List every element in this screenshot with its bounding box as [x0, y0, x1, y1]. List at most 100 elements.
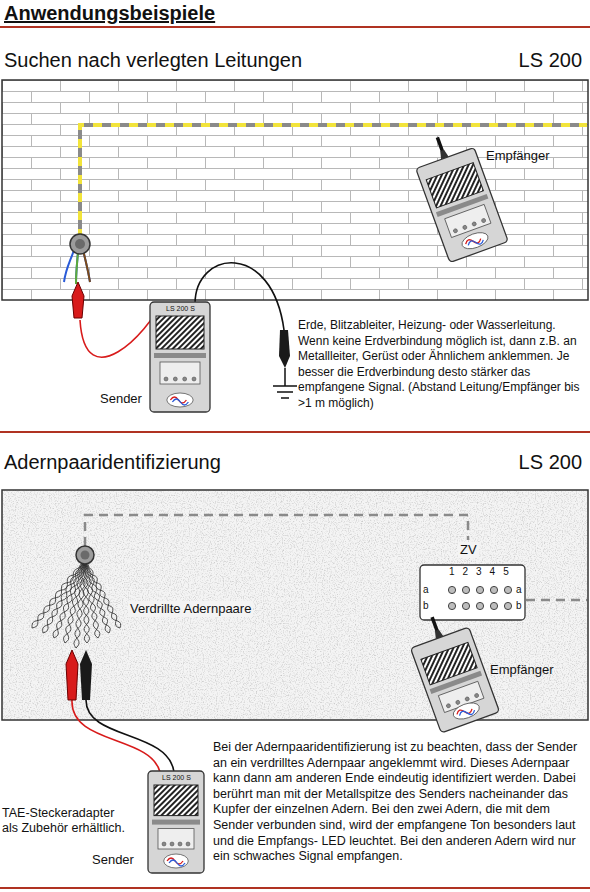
hidden-cable — [526, 599, 587, 602]
hidden-cable-stripe — [80, 125, 587, 238]
device-led — [472, 221, 477, 226]
red-wire — [80, 304, 160, 357]
black-clip — [80, 650, 92, 700]
device-led — [474, 693, 479, 698]
device-body — [410, 627, 499, 733]
device-logo — [460, 229, 490, 251]
device-logo — [167, 393, 193, 407]
device-label: Empfänger — [486, 148, 550, 164]
ground-symbol — [273, 368, 297, 398]
device-body — [150, 302, 210, 412]
device-led — [462, 225, 467, 230]
wall-socket — [70, 234, 90, 254]
distribution-box: ZV1 2 3 4 5abab — [416, 540, 528, 624]
wall-socket-core — [75, 239, 85, 249]
distribution-box — [420, 565, 525, 620]
plaster-texture — [2, 490, 588, 720]
device-led — [446, 703, 451, 708]
divider-line — [0, 887, 590, 889]
model-name: LS 200 — [519, 48, 582, 72]
terminal-hole — [462, 586, 469, 593]
device-logo-wave — [467, 237, 484, 248]
twisted-wire — [32, 560, 85, 628]
sender-device — [150, 302, 210, 412]
device-panel — [445, 204, 491, 237]
wire-letter: a — [516, 584, 522, 596]
part-label: Verdrillte Adernpaare — [128, 601, 253, 617]
section-panel: Adernpaaridentifizierung LS 200ZV 1 2 3 4 … — [0, 440, 590, 722]
twisted-wire — [85, 560, 109, 633]
device-led — [164, 377, 168, 381]
device-label: Sender — [92, 852, 134, 868]
device-led — [162, 842, 166, 846]
plaster-wall — [2, 490, 588, 720]
terminal-numbers: 1 2 3 4 5 — [449, 566, 511, 578]
receiver-device — [403, 606, 500, 732]
device-band — [154, 353, 206, 358]
model-name: LS 200 — [519, 450, 582, 474]
device-logo — [451, 700, 481, 722]
terminal-hole — [462, 602, 469, 609]
section-panel: Suchen nach verlegten Leitungen LS 200Emp… — [0, 40, 590, 302]
twisted-wire — [43, 560, 85, 633]
receiver-unit: Empfänger — [384, 612, 574, 742]
device-led — [465, 696, 470, 701]
device-logo — [164, 854, 189, 868]
twisted-pairs — [32, 560, 121, 648]
device-grip — [156, 316, 204, 349]
wire-letter: b — [516, 600, 522, 612]
terminal-hole — [476, 586, 483, 593]
sender-unit: Sender — [95, 298, 220, 414]
twisted-wire — [85, 560, 120, 628]
socket-wire — [83, 250, 90, 282]
twisted-wire — [43, 560, 85, 633]
twisted-wire — [32, 560, 85, 628]
section-heading: Adernpaaridentifizierung — [4, 450, 221, 474]
wire-letter: a — [423, 584, 429, 596]
device-led — [481, 218, 486, 223]
wire-letter: b — [423, 600, 429, 612]
device-grip — [154, 785, 198, 816]
terminal-hole — [490, 586, 497, 593]
red-wire — [72, 700, 160, 772]
receiver-device — [408, 127, 508, 263]
note-text: Erde, Blitzableiter, Heizung- oder Wasse… — [298, 318, 586, 411]
box-heading: ZV — [458, 542, 479, 558]
device-label: Empfänger — [490, 662, 554, 678]
terminal-hole — [490, 602, 497, 609]
sender-device — [148, 771, 204, 873]
device-led — [186, 842, 190, 846]
red-clip — [72, 282, 84, 318]
terminal-hole — [504, 602, 511, 609]
section-heading: Suchen nach verlegten Leitungen — [4, 48, 302, 72]
twisted-wire — [85, 560, 121, 628]
device-led — [170, 842, 174, 846]
divider-line — [0, 26, 590, 28]
brick-wall — [2, 80, 588, 300]
device-logo-wave — [169, 860, 185, 866]
device-logo-wave — [459, 707, 476, 718]
model-marking: LS 200 S — [162, 774, 191, 782]
device-led — [453, 228, 458, 233]
terminal-hole — [448, 602, 455, 609]
divider-line — [0, 431, 590, 433]
terminal-hole — [504, 586, 511, 593]
wall-socket-core — [81, 551, 90, 560]
device-logo-wave — [172, 399, 188, 405]
socket-wires — [64, 250, 90, 284]
device-label: Sender — [100, 391, 142, 407]
hidden-cable — [85, 515, 468, 546]
wall-socket — [76, 546, 94, 564]
twisted-wire — [64, 560, 86, 643]
device-led — [455, 700, 460, 705]
device-led — [183, 377, 187, 381]
receiver-unit: Empfänger — [400, 118, 586, 268]
note-text: Bei der Adernpaaridentifizierung ist zu … — [213, 740, 588, 865]
model-marking: LS 200 S — [166, 305, 195, 313]
device-band — [152, 820, 200, 825]
socket-wire — [76, 252, 78, 284]
device-panel — [160, 362, 200, 384]
device-led — [173, 377, 177, 381]
device-led — [178, 842, 182, 846]
